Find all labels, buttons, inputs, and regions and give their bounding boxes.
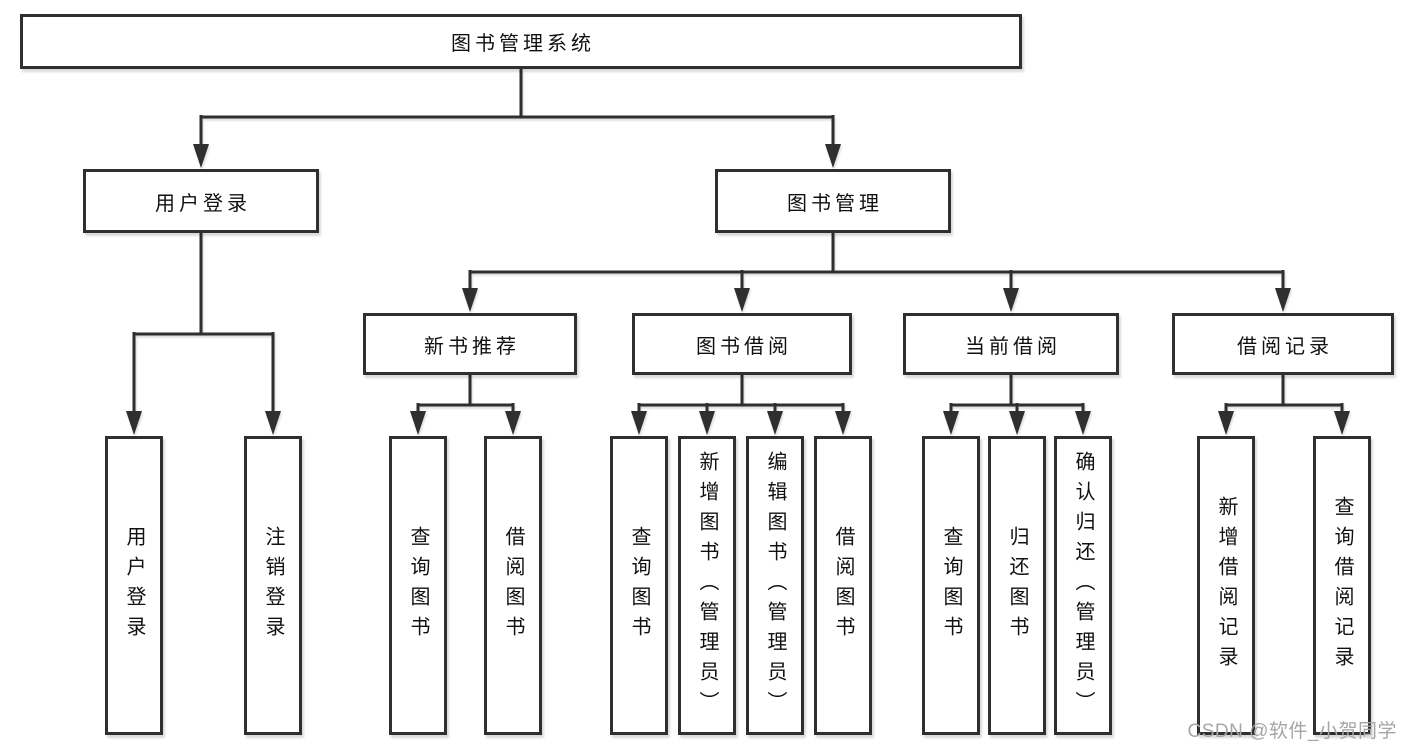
leaf-borrow-books: 借阅图书	[814, 436, 872, 735]
leaf-query-books: 查询图书	[922, 436, 980, 735]
leaf-add-borrow-record: 新增借阅记录	[1197, 436, 1255, 735]
arrowhead	[1009, 411, 1025, 435]
leaf-query-books: 查询图书	[610, 436, 668, 735]
arrowhead	[835, 411, 851, 435]
connector-segments	[132, 69, 1344, 414]
arrowhead	[1218, 411, 1234, 435]
leaf-edit-books-admin: 编辑图书（管理员）	[746, 436, 804, 735]
node-borrowing-records: 借阅记录	[1172, 313, 1394, 375]
node-new-book-recommend: 新书推荐	[363, 313, 577, 375]
arrowhead	[1275, 288, 1291, 312]
arrowhead	[1334, 411, 1350, 435]
arrowhead	[734, 288, 750, 312]
node-book-management: 图书管理	[715, 169, 951, 233]
arrowhead	[462, 288, 478, 312]
csdn-watermark: CSDN @软件_小贺同学	[1187, 721, 1397, 742]
leaf-add-books-admin: 新增图书（管理员）	[678, 436, 736, 735]
arrowhead	[265, 411, 281, 435]
leaf-query-borrow-record: 查询借阅记录	[1313, 436, 1371, 735]
leaf-query-books: 查询图书	[389, 436, 447, 735]
leaf-user-login: 用户登录	[105, 436, 163, 735]
arrowhead	[943, 411, 959, 435]
leaf-borrow-books: 借阅图书	[484, 436, 542, 735]
arrowhead	[825, 144, 841, 168]
arrowhead	[767, 411, 783, 435]
node-current-borrowing: 当前借阅	[903, 313, 1119, 375]
arrowhead-group	[126, 144, 1350, 435]
arrowhead	[410, 411, 426, 435]
node-user-login: 用户登录	[83, 169, 319, 233]
node-book-borrowing: 图书借阅	[632, 313, 852, 375]
root-node: 图书管理系统	[20, 14, 1022, 69]
arrowhead	[1075, 411, 1091, 435]
arrowhead	[699, 411, 715, 435]
arrowhead	[631, 411, 647, 435]
leaf-confirm-return-admin: 确认归还（管理员）	[1054, 436, 1112, 735]
arrowhead	[193, 144, 209, 168]
arrowhead	[126, 411, 142, 435]
leaf-return-books: 归还图书	[988, 436, 1046, 735]
arrowhead	[1003, 288, 1019, 312]
leaf-logout: 注销登录	[244, 436, 302, 735]
arrowhead	[505, 411, 521, 435]
